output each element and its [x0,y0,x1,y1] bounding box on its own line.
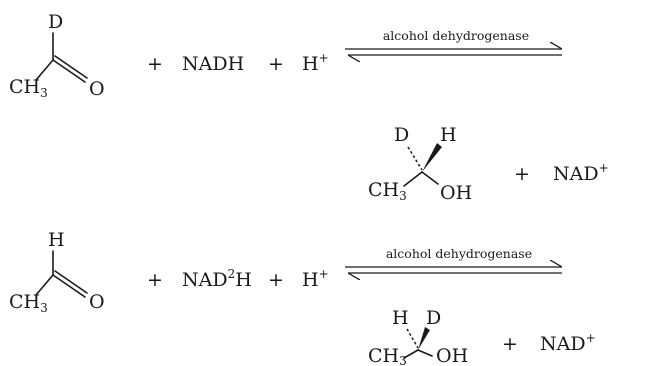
cofactor-NAD-plus: NAD+ [540,331,596,355]
proton: H+ [302,51,329,75]
hashed-bond-C-D [407,146,423,171]
bond-C-CH3 [35,274,54,296]
enzyme-label: alcohol dehydrogenase [386,246,532,261]
bond-C-OH [417,349,433,357]
atom-H: H [440,124,457,146]
atom-D: D [394,124,409,146]
atom-O: O [89,291,105,313]
atom-D: D [426,307,441,329]
atom-O: O [89,78,105,100]
bond-C-CH3 [403,171,423,187]
bond-C-CH3 [35,59,54,81]
hashed-bond-C-H [406,328,419,349]
bond-C-O-double-a [52,274,86,298]
plus-sign: + [268,269,284,291]
methyl-group: CH3 [368,345,407,366]
bond-C-O-double-b [54,55,88,79]
bond-C-O-double-b [54,270,88,294]
hydroxyl-group: OH [436,345,468,366]
methyl-group: CH3 [9,76,48,100]
proton: H+ [302,267,329,291]
wedge-bond-C-H [422,143,442,172]
equilibrium-arrow [345,267,562,273]
hydroxyl-group: OH [440,182,472,204]
deuterated-ethanol-product-enantiomer: H D CH3 OH [368,307,468,366]
atom-H: H [392,307,409,329]
cofactor-NAD2H: NAD2H [182,267,252,291]
cofactor-NAD-plus: NAD+ [553,161,609,185]
bond-C-OH [421,171,439,185]
methyl-group: CH3 [9,291,48,315]
plus-sign: + [147,53,163,75]
plus-sign: + [147,269,163,291]
deuterated-acetaldehyde: D CH3 O [9,11,105,100]
wedge-bond-C-D [418,327,430,350]
equilibrium-arrow [345,49,562,55]
reaction-1: D CH3 O + NADH + H+ alcohol dehydrogenas… [9,11,609,204]
bond-C-CH3 [403,349,419,359]
atom-D: D [48,11,63,33]
plus-sign: + [514,163,530,185]
acetaldehyde: H CH3 O [9,229,105,315]
plus-sign: + [268,53,284,75]
enzyme-label: alcohol dehydrogenase [383,28,529,43]
deuterated-ethanol-product: D H CH3 OH [368,124,472,204]
methyl-group: CH3 [368,179,407,203]
cofactor-NADH: NADH [182,53,244,75]
plus-sign: + [502,333,518,355]
bond-C-O-double-a [52,59,86,83]
atom-H: H [48,229,65,251]
reaction-2: H CH3 O + NAD2H + H+ alcohol dehydrogena… [9,229,596,366]
